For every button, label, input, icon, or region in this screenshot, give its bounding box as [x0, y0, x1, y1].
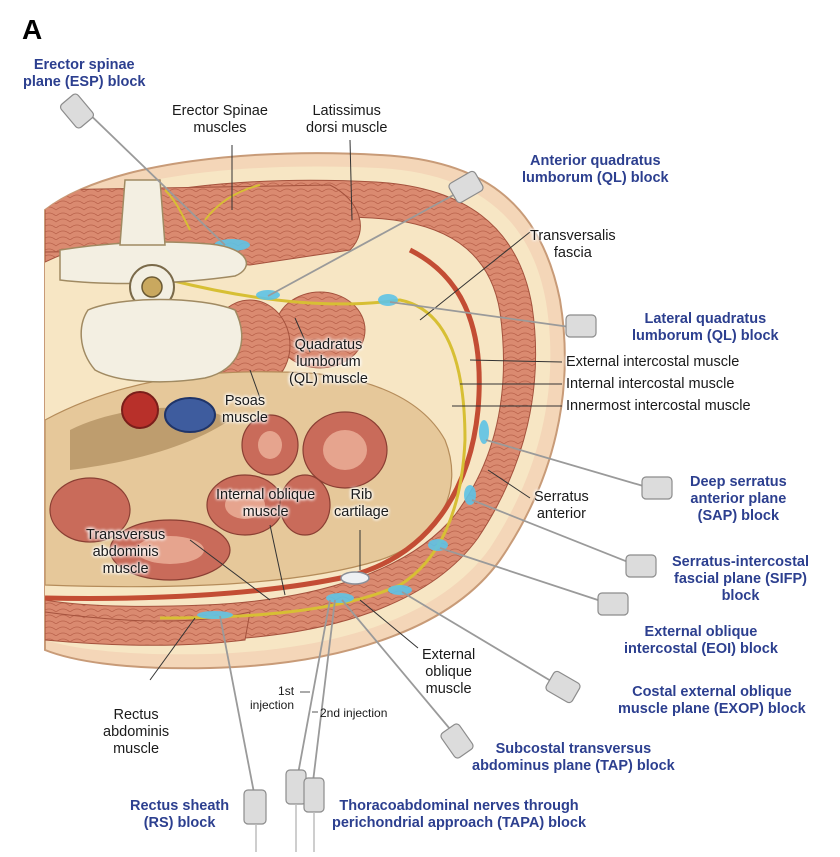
tapa-block-label: Thoracoabdominal nerves through perichon… [332, 798, 587, 831]
external-intercostal-label: External intercostal muscle [566, 354, 740, 370]
esp-block-label: Erector spinae plane (ESP) block [23, 57, 146, 90]
vertebra [59, 179, 248, 383]
exop-block-label: Costal external oblique muscle plane (EX… [618, 684, 806, 717]
rib-cartilage [340, 571, 370, 585]
anterior-ql-block-label: Anterior quadratus lumborum (QL) block [522, 153, 669, 186]
quadratus-lumborum-label: Quadratus lumborum (QL) muscle [289, 337, 368, 387]
erector-spinae-label: Erector Spinae muscles [172, 103, 268, 136]
lateral-ql-block-label: Lateral quadratus lumborum (QL) block [632, 311, 779, 344]
transversus-abdominis-label: Transversus abdominis muscle [86, 527, 166, 577]
transversalis-fascia-label: Transversalis fascia [530, 228, 616, 261]
rs-block-label: Rectus sheath (RS) block [130, 798, 230, 831]
panel-letter: A [22, 14, 43, 45]
latissimus-label: Latissimus dorsi muscle [306, 103, 388, 136]
internal-intercostal-label: Internal intercostal muscle [566, 376, 735, 392]
internal-oblique-label: Internal oblique muscle [216, 487, 316, 520]
rectus-abdominis-label: Rectus abdominis muscle [103, 707, 170, 757]
sifp-block-label: Serratus-intercostal fascial plane (SIFP… [672, 554, 809, 604]
sap-block-label: Deep serratus anterior plane (SAP) block [690, 474, 787, 524]
innermost-intercostal-label: Innermost intercostal muscle [566, 398, 751, 414]
tap-block-label: Subcostal transversus abdominus plane (T… [472, 741, 675, 774]
first-injection-label: 1st injection [250, 684, 295, 712]
rib-cartilage-label: Rib cartilage [334, 487, 389, 520]
eoi-block-label: External oblique intercostal (EOI) block [624, 624, 778, 657]
second-injection-label: 2nd injection [320, 706, 388, 720]
psoas-label: Psoas muscle [222, 393, 268, 426]
serratus-anterior-label: Serratus anterior [534, 489, 589, 522]
external-oblique-label: External oblique muscle [422, 647, 476, 697]
